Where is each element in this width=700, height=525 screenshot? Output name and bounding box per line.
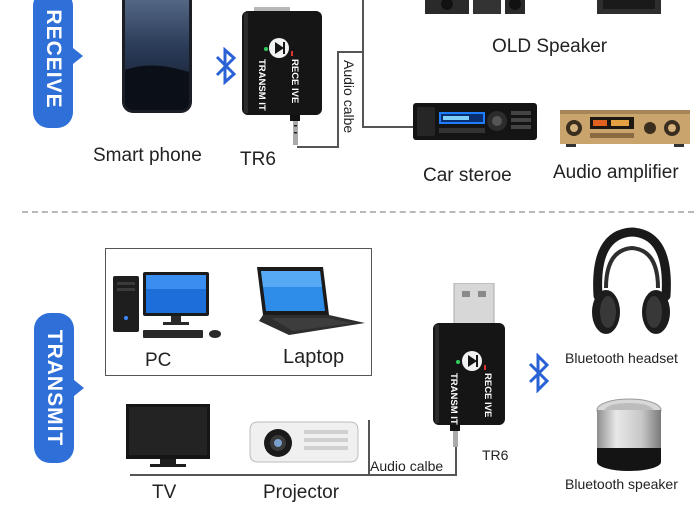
bluetooth-headset-image: [590, 226, 672, 338]
audio-cable-line: [337, 51, 339, 148]
tr6-label: TR6: [240, 149, 276, 170]
device-receive-text: RECE IVE: [289, 59, 300, 103]
receive-mode-badge: RECEIVE: [33, 0, 73, 128]
pc-image: [113, 272, 225, 342]
old-speaker-image: [597, 0, 661, 16]
projector-image: [248, 418, 360, 466]
bluetooth-speaker-label: Bluetooth speaker: [565, 476, 678, 492]
projector-label: Projector: [263, 482, 340, 503]
smartphone-image: [121, 0, 193, 114]
audio-cable-label: Audio calbe: [370, 458, 444, 474]
audio-cable-line: [455, 444, 457, 476]
section-divider: [22, 211, 694, 213]
transmit-mode-label: TRANSMIT: [43, 329, 66, 447]
laptop-image: [253, 265, 365, 337]
receive-mode-label: RECEIVE: [42, 9, 65, 109]
audio-cable-line: [130, 474, 455, 476]
audio-amplifier-label: Audio amplifier: [553, 162, 679, 183]
bluetooth-speaker-image: [595, 398, 663, 472]
car-stereo-label: Car steroe: [423, 165, 512, 186]
transmit-mode-badge: TRANSMIT: [34, 313, 74, 463]
audio-amplifier-image: [560, 110, 690, 148]
audio-cable-line: [337, 51, 363, 53]
audio-cable-line: [362, 0, 364, 128]
smartphone-label: Smart phone: [93, 145, 202, 166]
tv-image: [126, 404, 212, 472]
tv-label: TV: [152, 482, 177, 503]
laptop-label: Laptop: [283, 346, 345, 368]
bluetooth-headset-label: Bluetooth headset: [565, 350, 678, 366]
audio-cable-line: [297, 146, 337, 148]
car-stereo-image: [413, 103, 537, 141]
tr6-receiver-device: RECE IVE TRANSM IT: [239, 7, 329, 152]
receive-arrow-icon: [73, 48, 83, 64]
tr6-transmitter-device: RECE IVE TRANSM IT: [430, 283, 510, 449]
device-receive-text: RECE IVE: [482, 373, 493, 417]
audio-cable-label: Audio calbe: [341, 60, 357, 134]
pc-label: PC: [145, 350, 172, 371]
tr6-label: TR6: [482, 447, 509, 463]
device-transmit-text: TRANSM IT: [448, 373, 459, 425]
device-transmit-text: TRANSM IT: [256, 59, 267, 111]
audio-cable-line: [362, 126, 414, 128]
bluetooth-icon: [215, 47, 237, 85]
audio-cable-line: [368, 420, 370, 476]
transmit-arrow-icon: [74, 380, 84, 396]
pc-laptop-frame: [105, 248, 372, 376]
old-speaker-label: OLD Speaker: [492, 36, 608, 57]
old-speaker-image: [425, 0, 525, 16]
bluetooth-icon: [528, 353, 550, 393]
